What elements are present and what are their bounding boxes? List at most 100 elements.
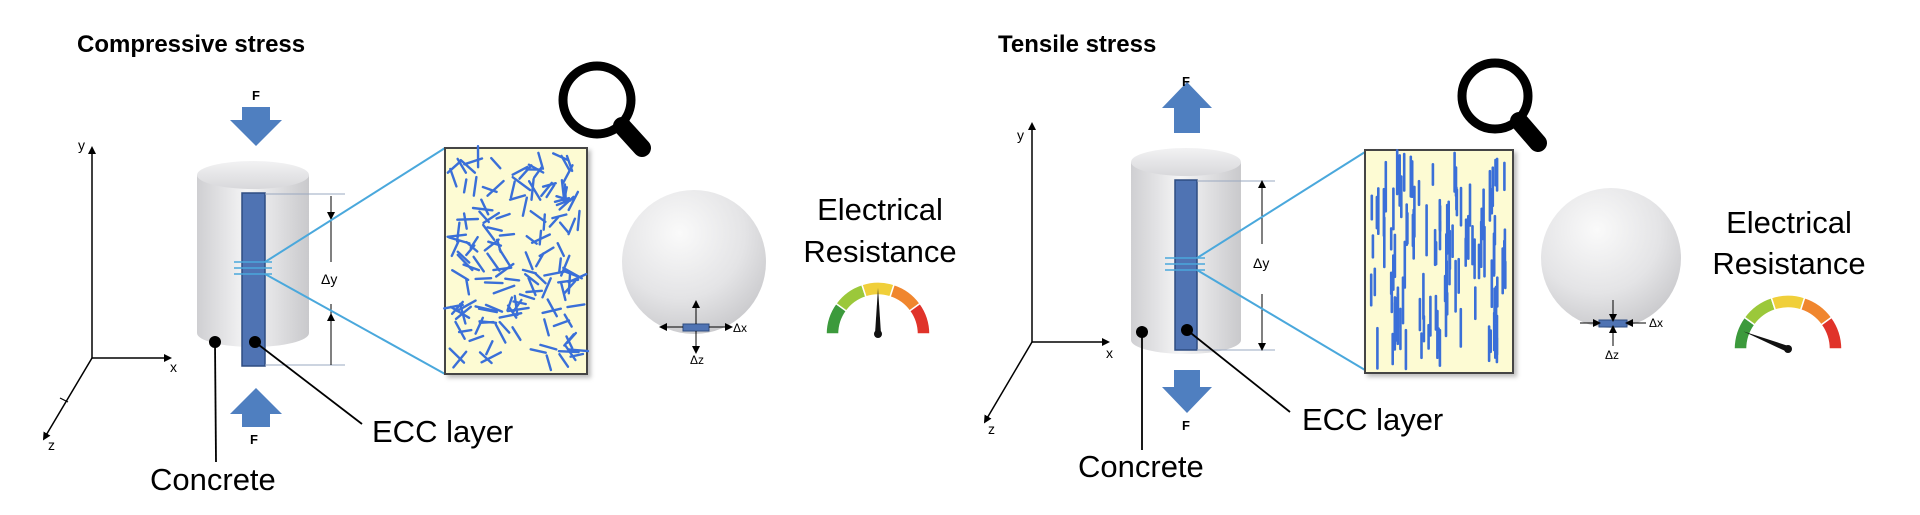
electrical-label-line1: Electrical (1726, 205, 1852, 240)
fiber (567, 190, 580, 212)
fiber (569, 352, 585, 358)
fiber (513, 294, 519, 317)
electrical-label-line1: Electrical (817, 192, 943, 227)
fiber (443, 303, 464, 310)
fiber (450, 239, 460, 258)
fiber (462, 212, 468, 230)
fiber (525, 289, 544, 294)
fiber (465, 244, 476, 257)
fiber (471, 206, 494, 212)
gauge-needle (1743, 331, 1790, 352)
gauge-segment (834, 283, 867, 313)
fiber (483, 281, 504, 285)
delta-y-label: Δy (1253, 255, 1269, 271)
fiber (551, 213, 568, 220)
micro-element (659, 300, 733, 354)
fiber (486, 179, 505, 197)
fiber (485, 340, 494, 356)
fiber (545, 183, 556, 199)
fiber (552, 152, 569, 161)
gauge-segment (908, 302, 931, 335)
fiber (495, 212, 511, 220)
fiber (521, 268, 537, 275)
fiber (557, 278, 580, 284)
fiber (482, 223, 496, 242)
fiber (483, 238, 500, 252)
force-top-label: F (1182, 74, 1190, 89)
fiber (469, 235, 479, 250)
panel-tensile: Tensile stress y x z F F (983, 31, 1866, 484)
fiber (511, 326, 522, 341)
fiber (477, 307, 498, 314)
fiber (541, 181, 557, 188)
fiber (448, 347, 466, 364)
fiber (563, 280, 577, 294)
fiber (538, 229, 543, 246)
fiber (543, 318, 550, 337)
fiber (486, 252, 501, 272)
panel-compressive: Compressive stress y x z F F (42, 31, 957, 497)
fiber (448, 236, 471, 245)
axis-y-label: y (78, 137, 85, 153)
fiber (474, 277, 493, 281)
fiber (527, 163, 545, 174)
fiber (498, 248, 511, 267)
gauge-needle (875, 288, 881, 334)
fiber (539, 343, 558, 351)
fiber (518, 293, 536, 301)
fiber (480, 351, 502, 364)
concrete-label: Concrete (150, 462, 276, 497)
fiber (492, 284, 516, 295)
axis-y-label: y (1017, 127, 1024, 143)
micro-z-label: Δz (690, 353, 704, 367)
coordinate-axes: y x z (42, 137, 177, 453)
fiber (546, 298, 558, 318)
fiber (508, 194, 527, 201)
axis-x-label: x (1106, 345, 1113, 361)
fiber (509, 180, 516, 199)
fiber (565, 335, 574, 350)
fiber (534, 272, 547, 285)
fiber (563, 183, 568, 205)
fiber (468, 334, 485, 343)
coordinate-axes: y x z (983, 122, 1113, 437)
fiber (449, 305, 471, 319)
ecc-label: ECC layer (1302, 402, 1443, 437)
electrical-label-line2: Resistance (803, 234, 956, 269)
fiber (498, 320, 511, 334)
fiber (474, 316, 484, 335)
fiber (558, 221, 570, 234)
fiber (446, 233, 468, 239)
arrow-up-icon (1162, 82, 1212, 133)
magnifier-icon (558, 61, 651, 157)
sphere-element (1541, 188, 1681, 328)
fiber (480, 198, 490, 216)
fiber (504, 277, 521, 282)
fiber (456, 157, 468, 174)
resistance-gauge (1733, 294, 1843, 353)
panel-title: Tensile stress (998, 31, 1156, 58)
fiber (455, 299, 477, 313)
ecc-layer (1174, 179, 1198, 351)
fiber (541, 307, 562, 315)
fiber (560, 154, 571, 172)
fiber (548, 216, 560, 228)
electrical-label-line2: Resistance (1712, 246, 1865, 281)
fiber (556, 241, 565, 258)
micro-element (1580, 300, 1646, 346)
fiber (456, 217, 480, 221)
fiber (456, 250, 471, 264)
resistance-gauge (825, 281, 931, 338)
micro-x-label: Δx (733, 321, 747, 335)
fiber (562, 266, 583, 280)
axis-z-label: z (48, 437, 55, 453)
force-bottom-label: F (250, 432, 258, 447)
fiber (529, 209, 547, 224)
fiber (449, 167, 458, 188)
fiber (524, 251, 534, 271)
fiber (512, 300, 527, 306)
magnifier-icon (1457, 58, 1547, 152)
fibers-random (443, 144, 590, 372)
fiber (481, 185, 498, 194)
